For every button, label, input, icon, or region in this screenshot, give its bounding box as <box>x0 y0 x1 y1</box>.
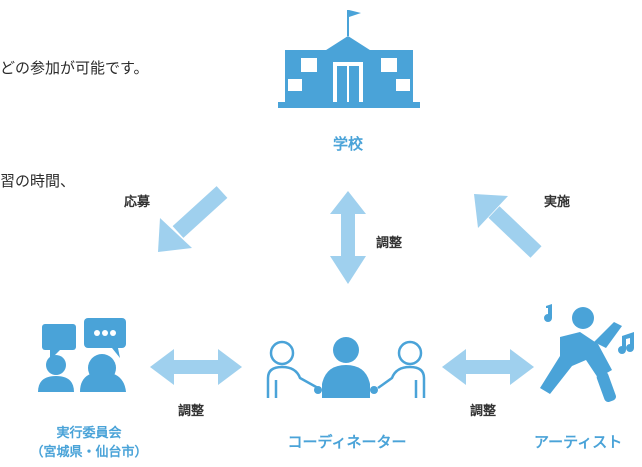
arrow-adjust-right <box>442 349 534 385</box>
committee-label: 実行委員会 （宮城県・仙台市） <box>14 424 164 462</box>
committee-label-line-2: （宮城県・仙台市） <box>30 445 148 460</box>
arrow-adjust-left <box>150 349 242 385</box>
artist-label: アーティスト <box>534 433 623 451</box>
apply-label: 応募 <box>124 195 151 210</box>
arrow-implement <box>474 194 542 258</box>
committee-label-line-1: 実行委員会 <box>56 426 122 441</box>
implement-label: 実施 <box>544 195 571 210</box>
intro-text-line-2: 習の時間、 <box>0 172 76 190</box>
coordinator-label: コーディネーター <box>287 433 407 451</box>
intro-text-line-1: どの参加が可能です。 <box>0 59 149 77</box>
arrow-apply <box>158 186 228 252</box>
adjust-vertical-label: 調整 <box>376 236 403 251</box>
holding-hands-icon <box>266 337 426 398</box>
adjust-right-label: 調整 <box>470 404 497 419</box>
dancer-icon <box>540 304 634 402</box>
chat-people-icon <box>38 318 126 392</box>
school-label: 学校 <box>332 135 363 153</box>
school-icon <box>278 10 420 108</box>
adjust-left-label: 調整 <box>178 404 205 419</box>
arrow-adjust-vertical <box>330 191 366 284</box>
